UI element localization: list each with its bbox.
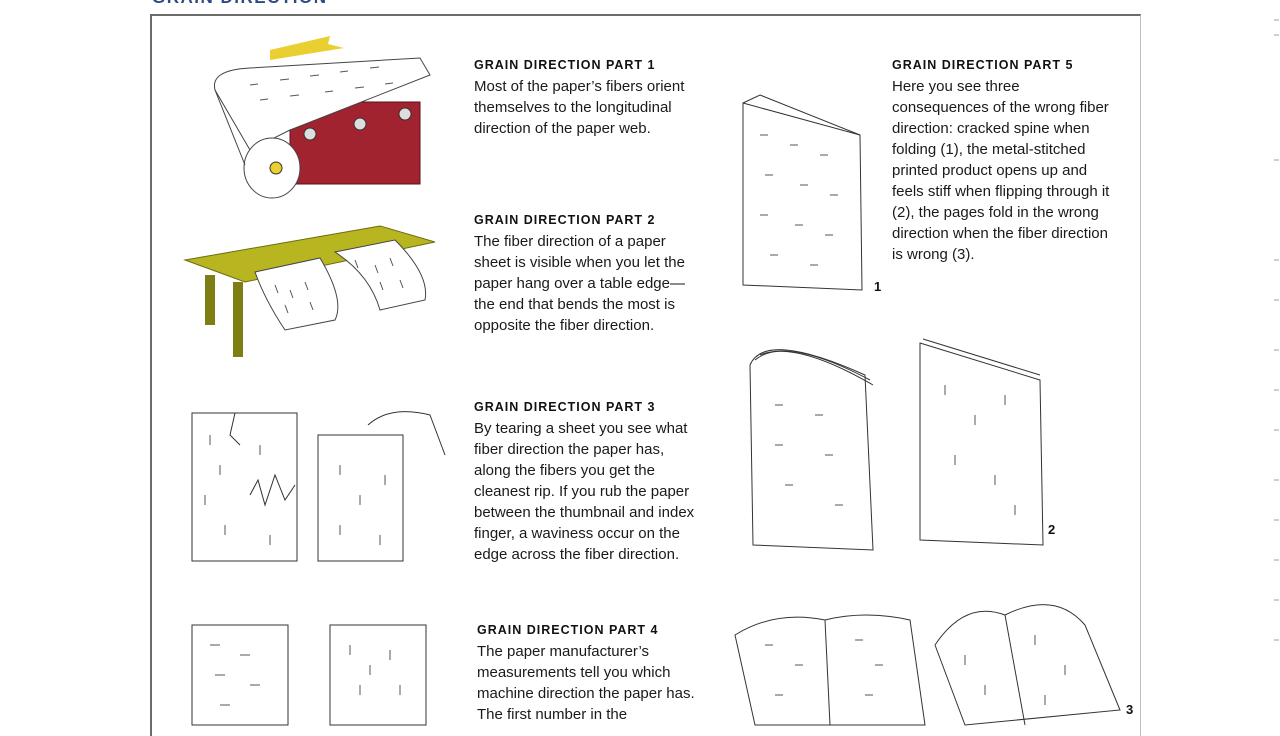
section-title: GRAIN DIRECTION PART 5 — [892, 58, 1074, 72]
figure-label-1: 1 — [874, 279, 882, 294]
section-title: GRAIN DIRECTION PART 4 — [477, 623, 659, 637]
section-title: GRAIN DIRECTION PART 3 — [474, 400, 656, 414]
section-part-3: GRAIN DIRECTION PART 3 By tearing a shee… — [474, 400, 699, 565]
section-title: GRAIN DIRECTION PART 1 — [474, 58, 656, 72]
stiff-booklet-illustration — [749, 338, 1044, 551]
section-part-5: GRAIN DIRECTION PART 5 Here you see thre… — [892, 58, 1117, 265]
section-body: Most of the paper’s fibers orient themse… — [474, 78, 685, 137]
page-header-title: GRAIN DIRECTION — [152, 0, 328, 8]
section-part-4: GRAIN DIRECTION PART 4 The paper manufac… — [477, 623, 697, 725]
section-body: By tearing a sheet you see what fiber di… — [474, 420, 695, 563]
measurement-sheets-illustration — [191, 624, 427, 726]
open-book-illustration — [734, 604, 1121, 726]
direction-arrow-icon — [270, 36, 344, 60]
section-part-2: GRAIN DIRECTION PART 2 The fiber directi… — [474, 213, 694, 336]
table-illustration — [183, 225, 436, 357]
figure-label-2: 2 — [1048, 522, 1056, 537]
section-title: GRAIN DIRECTION PART 2 — [474, 213, 656, 227]
section-body: The paper manufacturer’s measurements te… — [477, 643, 695, 723]
torn-sheet-illustration — [191, 411, 446, 562]
figure-label-3: 3 — [1126, 702, 1134, 717]
scrollbar-track[interactable] — [1272, 0, 1280, 720]
cracked-spine-illustration — [742, 94, 863, 291]
section-body: The fiber direction of a paper sheet is … — [474, 233, 685, 334]
section-part-1: GRAIN DIRECTION PART 1 Most of the paper… — [474, 58, 694, 139]
section-body: Here you see three consequences of the w… — [892, 78, 1110, 263]
paper-machine-illustration — [213, 36, 431, 199]
